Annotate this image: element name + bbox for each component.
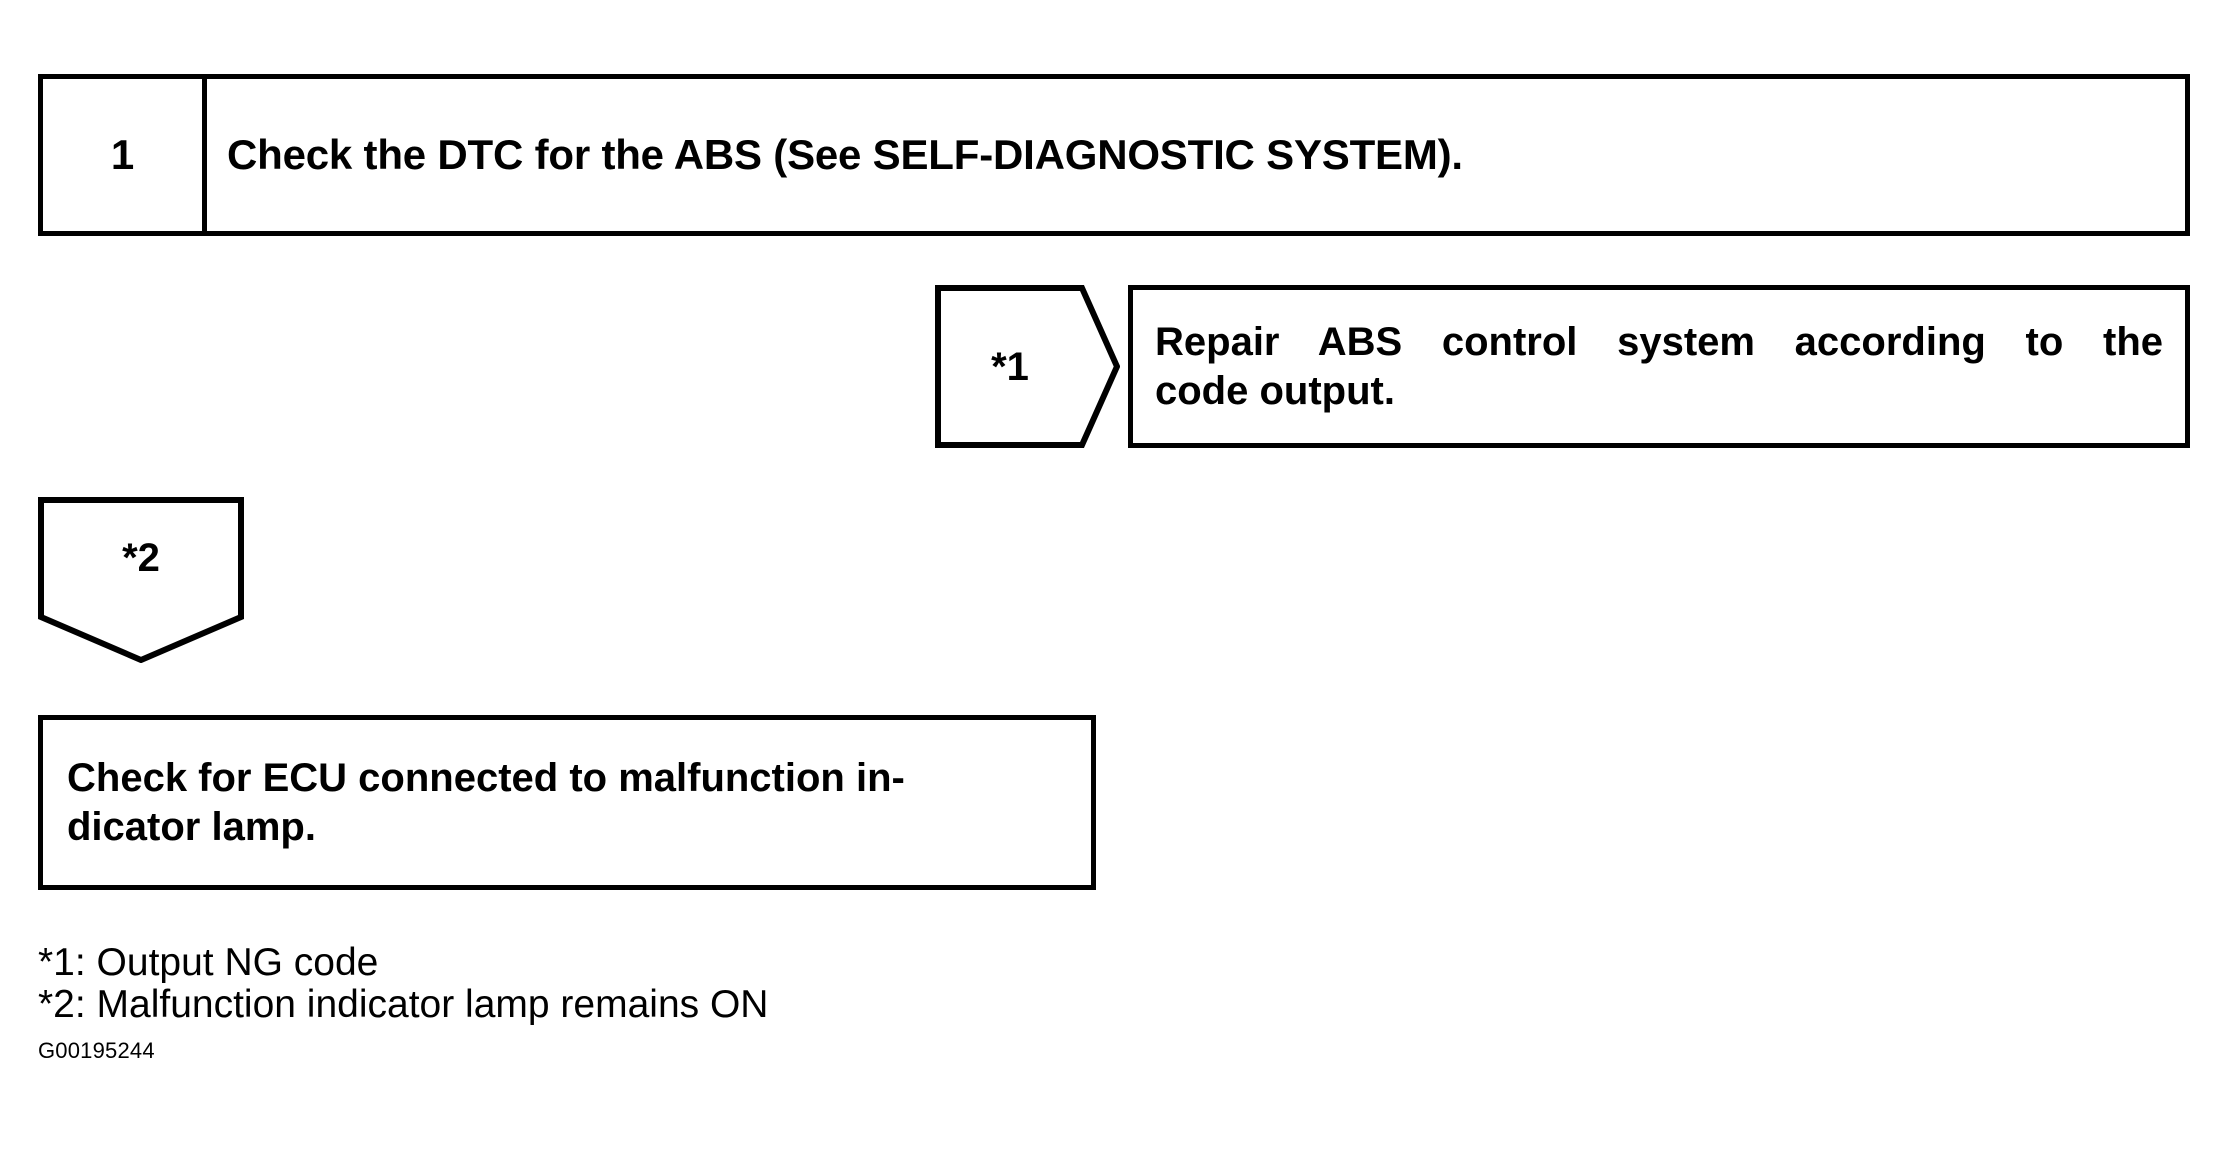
footnote-list: *1: Output NG code *2: Malfunction indic… bbox=[38, 942, 1238, 1025]
branch-2-marker-label: *2 bbox=[122, 536, 160, 580]
branch-1-result-text: Repair ABS control system according to t… bbox=[1155, 318, 2163, 416]
pentagon-down-icon bbox=[38, 497, 244, 663]
step-instruction-text: Check the DTC for the ABS (See SELF-DIAG… bbox=[227, 131, 1463, 179]
branch-2-next-line-1: Check for ECU connected to malfunction i… bbox=[67, 755, 905, 800]
branch-1-marker-label: *1 bbox=[991, 344, 1029, 389]
branch-1-pentagon: *1 bbox=[935, 285, 1120, 448]
pentagon-right-icon bbox=[935, 285, 1120, 448]
branch-2-next-step-box: Check for ECU connected to malfunction i… bbox=[38, 715, 1096, 890]
branch-1-result-box: Repair ABS control system according to t… bbox=[1128, 285, 2190, 448]
footnote-1: *1: Output NG code bbox=[38, 941, 379, 984]
branch-2-next-step-text: Check for ECU connected to malfunction i… bbox=[67, 754, 1067, 852]
branch-2-pentagon: *2 bbox=[38, 497, 244, 663]
branch-2-next-line-2: dicator lamp. bbox=[67, 804, 316, 849]
reference-code: G00195244 bbox=[38, 1038, 155, 1063]
footnote-2: *2: Malfunction indicator lamp remains O… bbox=[38, 982, 769, 1026]
branch-1-result-line-1: Repair ABS control system according to t… bbox=[1155, 319, 2163, 364]
step-number: 1 bbox=[110, 131, 135, 178]
step-1-row: 1 Check the DTC for the ABS (See SELF-DI… bbox=[38, 74, 2190, 236]
branch-1-result-line-2: code output. bbox=[1155, 368, 1395, 413]
step-text-cell: Check the DTC for the ABS (See SELF-DIAG… bbox=[207, 79, 2185, 231]
step-number-cell: 1 bbox=[43, 79, 207, 231]
